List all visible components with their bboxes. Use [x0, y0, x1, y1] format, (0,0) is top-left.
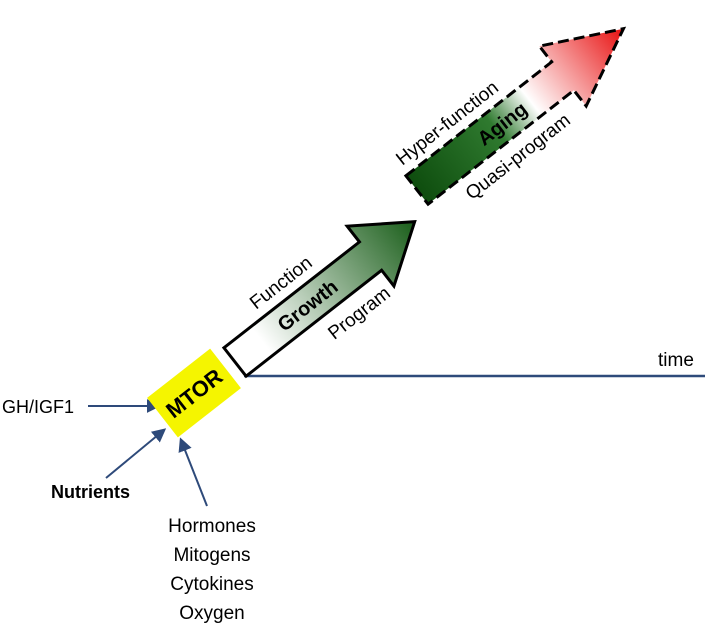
cytokines-label: Cytokines — [170, 574, 253, 595]
growth-arrow: Growth Function Program — [221, 219, 417, 379]
aging-arrow: Aging Hyper-function Quasi-program — [392, 26, 627, 207]
mtor-box-bg — [147, 348, 241, 438]
growth-arrow-body — [221, 219, 417, 379]
gh-igf1-label: GH/IGF1 — [2, 397, 74, 417]
aging-arrow-body — [403, 26, 627, 207]
mitogens-label: Mitogens — [173, 545, 250, 566]
hormones-arrow — [178, 437, 208, 507]
hormones-label: Hormones — [168, 516, 256, 537]
time-label: time — [658, 350, 694, 371]
nutrients-label: Nutrients — [51, 482, 130, 502]
mtor-box: MTOR — [147, 348, 241, 438]
nutrients-arrow — [105, 428, 167, 479]
oxygen-label: Oxygen — [179, 603, 244, 623]
